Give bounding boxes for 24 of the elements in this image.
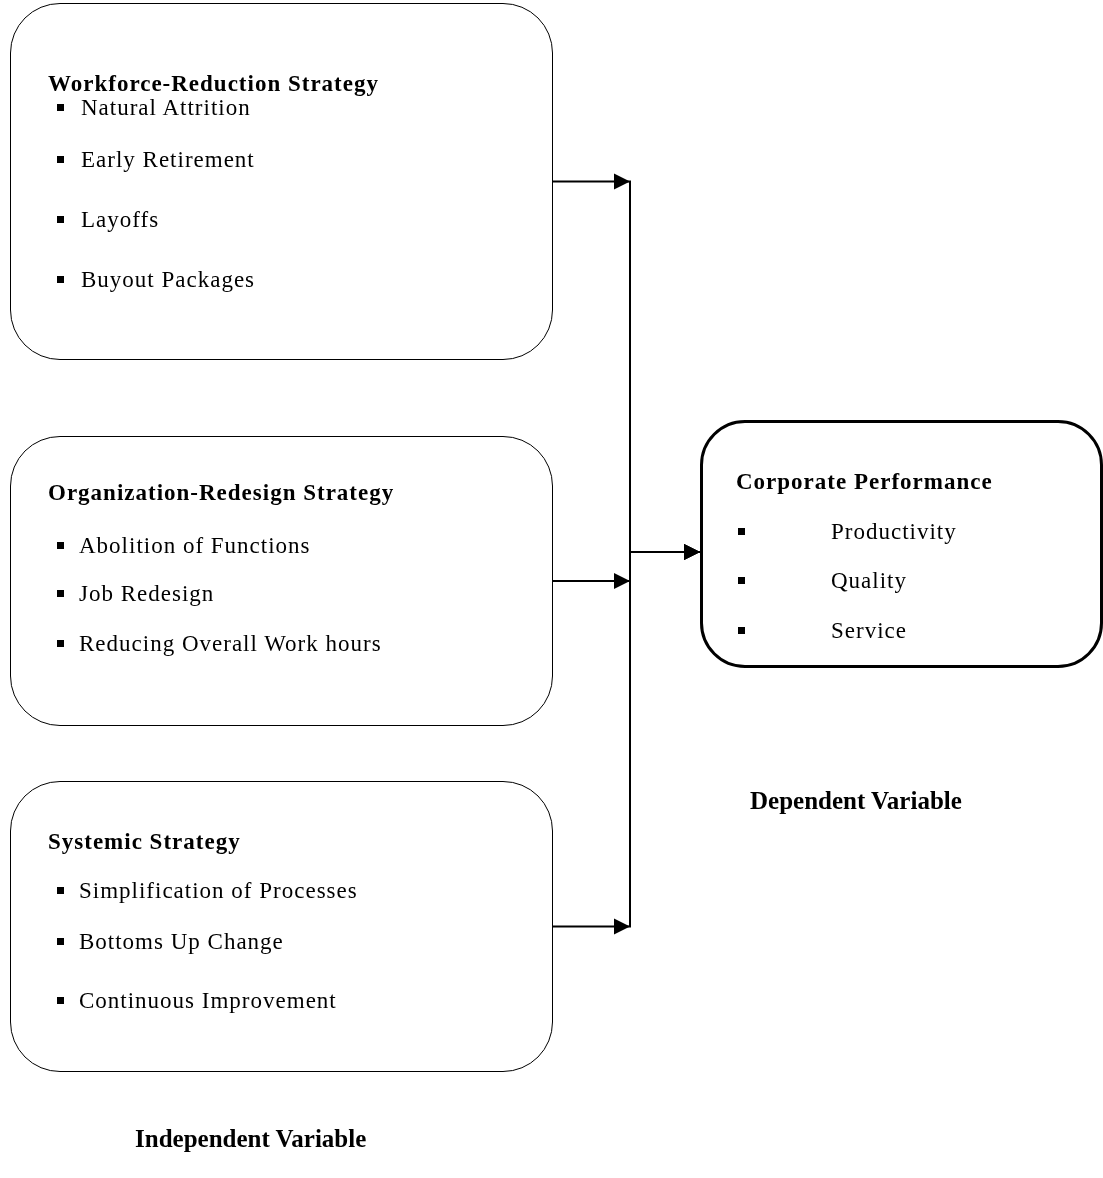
list-item: Natural Attrition — [81, 95, 251, 121]
list-item: Abolition of Functions — [79, 533, 311, 559]
list-item: Layoffs — [81, 207, 160, 233]
box-heading: Organization-Redesign Strategy — [48, 480, 395, 506]
arrow — [552, 544, 701, 935]
variable-caption: Dependent Variable — [750, 787, 962, 815]
list-item: Continuous Improvement — [79, 988, 337, 1014]
list-item: Reducing Overall Work hours — [79, 631, 382, 657]
list-item: Early Retirement — [81, 147, 255, 173]
variable-caption: Independent Variable — [135, 1125, 367, 1153]
rounded-box — [700, 420, 1103, 668]
box-heading: Systemic Strategy — [48, 829, 241, 855]
list-item: Job Redesign — [79, 581, 215, 607]
rounded-box — [10, 781, 553, 1072]
list-item: Buyout Packages — [81, 267, 256, 293]
list-item: Bottoms Up Change — [79, 929, 284, 955]
rounded-box — [10, 3, 553, 360]
list-item: Service — [831, 618, 907, 644]
list-item: Simplification of Processes — [79, 878, 358, 904]
rounded-box — [10, 436, 553, 726]
box-heading: Corporate Performance — [736, 469, 993, 495]
list-item: Productivity — [831, 519, 957, 545]
list-item: Quality — [831, 568, 907, 594]
box-heading: Workforce-Reduction Strategy — [48, 71, 379, 97]
